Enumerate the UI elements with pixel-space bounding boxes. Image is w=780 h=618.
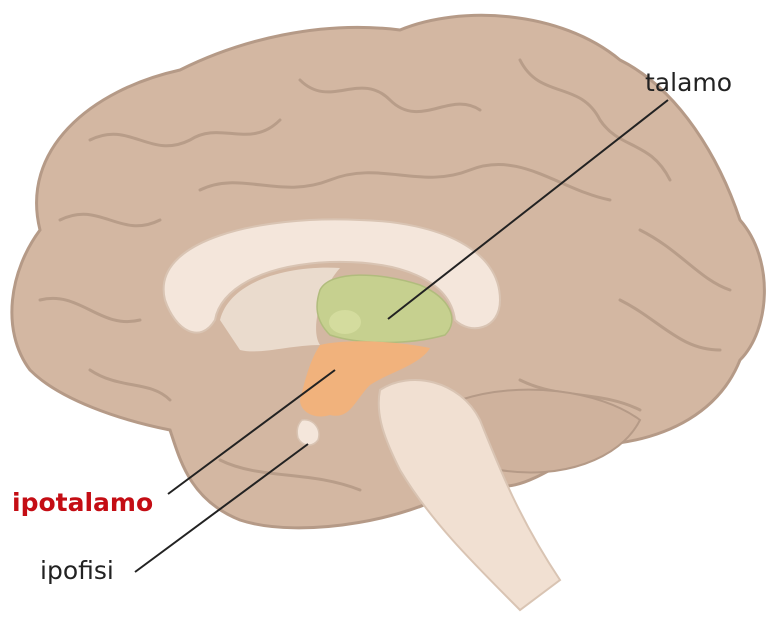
label-ipotalamo: ipotalamo [12,488,154,517]
hypothalamus [300,341,430,417]
label-ipofisi: ipofisi [40,556,114,585]
fornix-region [220,267,340,352]
corpus-callosum [162,218,502,334]
label-talamo: talamo [645,68,733,97]
leader-line-talamo [387,99,669,320]
leader-line-ipofisi [134,443,309,573]
brainstem [377,379,562,612]
leader-line-ipotalamo [167,369,336,495]
